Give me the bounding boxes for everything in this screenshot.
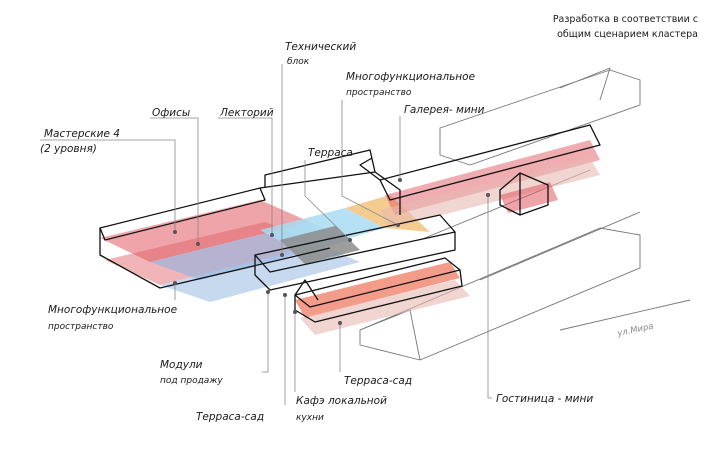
label-street: ул.Мира <box>616 322 655 340</box>
plane-gallery-lower <box>380 158 600 228</box>
modules-sides <box>254 232 456 291</box>
context-building-bottom <box>359 227 641 361</box>
leader-lines <box>40 64 492 405</box>
context-building-top <box>439 69 641 166</box>
upper-volume <box>259 171 401 215</box>
label-workshops-1: Мастерские 4 <box>44 128 120 140</box>
label-modules-1: Модули <box>160 359 203 371</box>
dot-offices <box>196 242 200 246</box>
dot-terrace-garden-left <box>283 293 287 297</box>
leader-terrace <box>304 160 351 241</box>
label-multi-top-2: пространство <box>346 88 412 98</box>
label-gallery: Галерея- мини <box>404 104 485 116</box>
label-multi-bottom-2: пространство <box>48 322 114 332</box>
dot-modules <box>266 290 270 294</box>
building-outlines <box>99 124 601 323</box>
header-line-2: общим сценарием кластера <box>557 29 698 40</box>
dot-lecture <box>270 233 274 237</box>
workshops-roof <box>99 187 266 241</box>
plane-terrace-garden <box>300 280 470 335</box>
label-modules-2: под продажу <box>160 376 223 386</box>
label-tech-2: блок <box>287 57 310 67</box>
label-terrace: Терраса <box>308 147 353 159</box>
context-line-1 <box>479 211 641 281</box>
dot-hotel <box>486 193 490 197</box>
label-hotel: Гостиница - мини <box>496 393 593 405</box>
leader-lecture <box>218 117 273 235</box>
leader-workshops <box>40 139 176 232</box>
label-terrace-garden-left: Терраса-сад <box>196 411 264 423</box>
floor-planes <box>100 140 600 335</box>
dot-multi-bottom <box>173 281 177 285</box>
label-lecture: Лекторий <box>219 107 274 119</box>
dot-tech <box>280 253 284 257</box>
dot-cafe <box>293 310 297 314</box>
cafe-gable <box>294 279 319 301</box>
gallery-end <box>359 157 381 181</box>
dot-terrace <box>348 238 352 242</box>
label-multi-bottom-1: Многофункциональное <box>48 304 177 316</box>
labels: Мастерские 4 (2 уровня) Офисы Лекторий Т… <box>40 41 654 423</box>
leader-offices <box>150 117 199 244</box>
dot-gallery <box>398 178 402 182</box>
gallery-volume <box>379 124 601 201</box>
header-line-1: Разработка в соответствии с <box>553 14 698 25</box>
label-cafe-1: Кафэ локальной <box>296 395 387 407</box>
leader-multi-top <box>341 100 399 226</box>
leader-hotel <box>487 195 492 399</box>
plane-hotel <box>500 182 558 213</box>
cafe-sides <box>294 269 463 323</box>
workshops-volume <box>99 228 331 289</box>
label-workshops-2: (2 уровня) <box>40 143 97 155</box>
label-terrace-garden-right: Терраса-сад <box>344 375 412 387</box>
dot-multi-top <box>396 223 400 227</box>
label-tech-1: Технический <box>285 41 356 53</box>
label-offices: Офисы <box>152 107 190 119</box>
label-cafe-2: кухни <box>296 413 324 423</box>
dot-terrace-garden-right <box>338 321 342 325</box>
dot-workshops <box>173 230 177 234</box>
label-multi-top-1: Многофункциональное <box>346 71 475 83</box>
street-line <box>559 299 691 331</box>
plane-workshops-upper <box>100 200 310 262</box>
leader-modules <box>262 292 269 373</box>
context-roof-top <box>559 67 611 101</box>
tech-block <box>264 149 376 188</box>
